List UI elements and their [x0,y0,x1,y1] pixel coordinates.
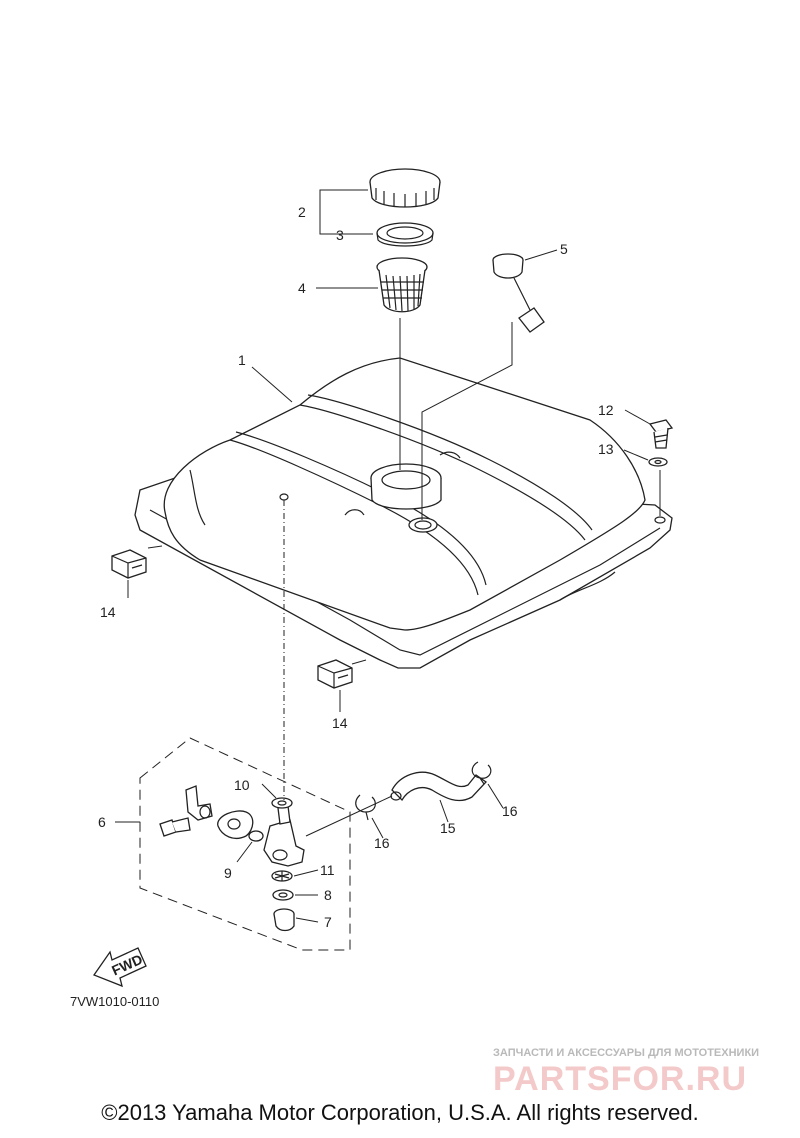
callout-15: 15 [440,820,456,836]
hose-clip-right [471,761,492,785]
fuel-tank [134,357,673,669]
callout-5: 5 [560,241,568,257]
callout-7: 7 [324,914,332,930]
callout-1: 1 [238,352,246,368]
cap-gasket [376,222,434,247]
fuel-cap [369,168,441,208]
callout-4: 4 [298,280,306,296]
callout-12: 12 [598,402,614,418]
fuel-strainer [376,257,428,313]
o-ring [248,830,264,842]
drain-gasket [272,889,294,901]
callout-2: 2 [298,204,306,220]
fuel-cup [273,908,295,932]
callout-8: 8 [324,887,332,903]
callout-9: 9 [224,865,232,881]
damper-left [111,549,147,579]
callout-16-right: 16 [502,803,518,819]
callout-6: 6 [98,814,106,830]
callout-11: 11 [320,862,335,878]
callout-10: 10 [234,777,250,793]
watermark-tagline: ЗАПЧАСТИ И АКСЕССУАРЫ ДЛЯ МОТОТЕХНИКИ [493,1047,759,1059]
washer [648,457,668,467]
fuel-cock-lever [185,785,213,821]
fuel-cock-screw [159,817,191,837]
copyright-notice: ©2013 Yamaha Motor Corporation, U.S.A. A… [101,1100,699,1125]
fuel-cock-body [263,805,305,867]
callout-14-right: 14 [332,715,348,731]
callout-14-left: 14 [100,604,116,620]
damper-right [317,659,353,689]
callout-13: 13 [598,441,614,457]
watermark-brand: PARTSFOR.RU [493,1060,747,1098]
bolt [648,419,674,449]
callout-16-left: 16 [374,835,390,851]
callout-3: 3 [336,227,344,243]
leader-lines [115,189,661,923]
seal-washer [271,797,293,809]
fuel-cock-plate [217,810,254,840]
fuel-hose [390,771,487,802]
fuel-cock-assembly-outline [139,737,351,951]
filter-screen [271,870,293,882]
fwd-arrow-icon: FWD [92,947,147,988]
hose-clip-left [355,794,376,821]
fuel-level-sender [492,253,545,333]
diagram-code: 7VW1010-0110 [70,994,159,1009]
